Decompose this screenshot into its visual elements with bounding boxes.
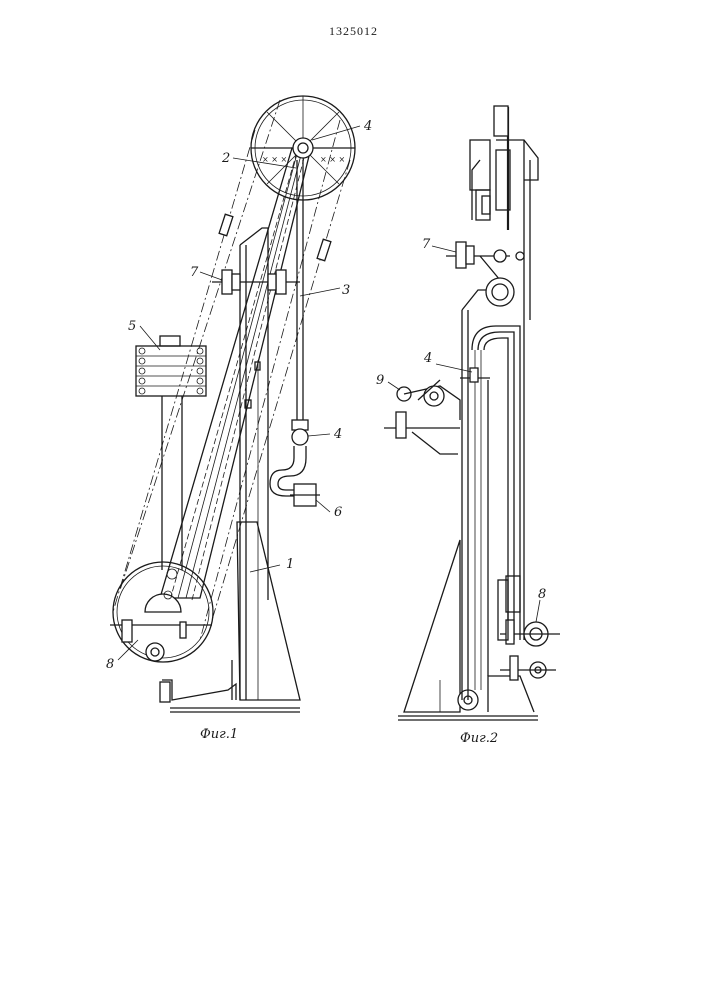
label-4-top: 4 (363, 119, 372, 134)
label-5: 5 (128, 319, 136, 334)
label-6: 6 (334, 505, 342, 520)
svg-text:× × ×: × × × (262, 155, 287, 164)
stand-base (160, 522, 300, 712)
label-3: 3 (342, 283, 350, 298)
counterweight (136, 336, 206, 570)
fig2-label-7: 7 (422, 237, 431, 252)
figure-2-caption: Фиг.2 (460, 731, 498, 746)
label-4-lower: 4 (333, 427, 342, 442)
figure-1: × × × × × × (106, 96, 372, 742)
fig2-pulley-7 (446, 242, 524, 306)
fig2-pulley-8 (498, 576, 560, 680)
label-8: 8 (106, 657, 114, 672)
label-2: 2 (221, 151, 230, 166)
figure-2: 7 4 9 8 Фиг.2 (376, 106, 560, 746)
fig2-label-4: 4 (423, 351, 432, 366)
fig2-leader-lines (388, 246, 540, 622)
svg-text:× × ×: × × × (320, 155, 345, 164)
pulley-assembly-7 (212, 270, 300, 294)
cable-lines (113, 100, 350, 640)
fig2-lever-assembly (384, 368, 490, 454)
fig2-label-8: 8 (538, 587, 546, 602)
fig2-frame (462, 106, 538, 700)
fig2-label-9: 9 (376, 373, 384, 388)
label-1: 1 (286, 557, 294, 572)
figure-1-caption: Фиг.1 (200, 727, 238, 742)
label-7: 7 (190, 265, 199, 280)
